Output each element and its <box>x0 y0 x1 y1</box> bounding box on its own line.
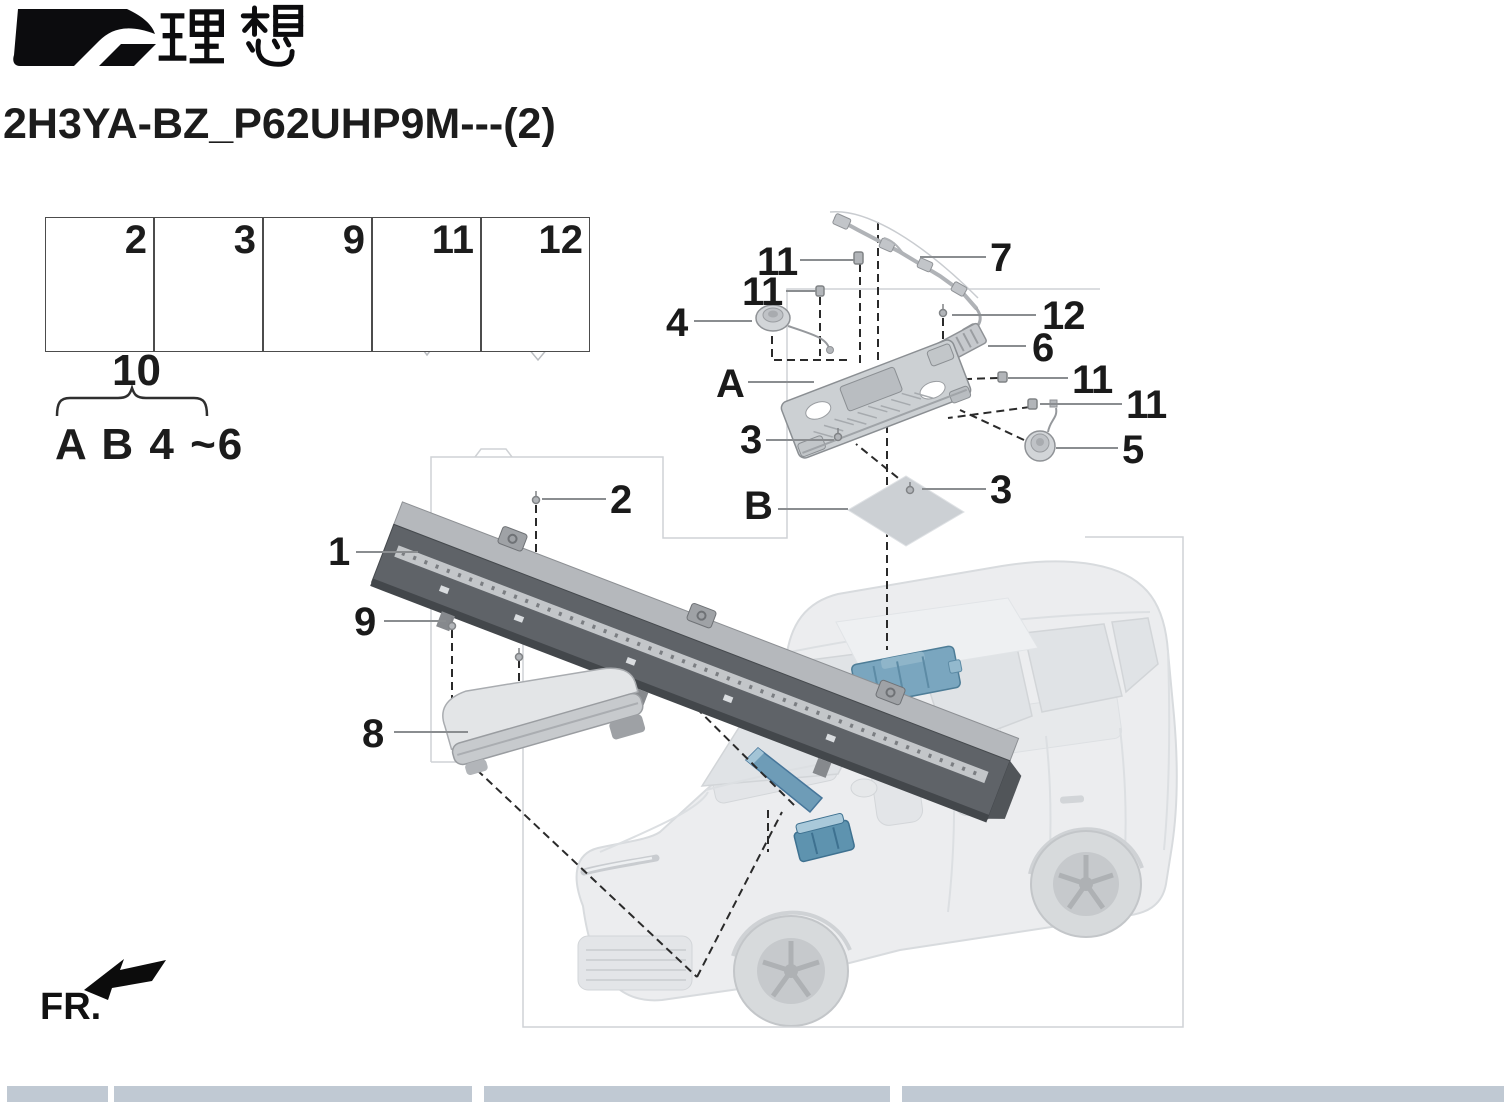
highlight-dash-panel <box>744 747 824 814</box>
viewbox-outlines <box>430 288 1184 1028</box>
callout-2: 2 <box>610 478 632 522</box>
front-direction-label: FR. <box>40 986 102 1028</box>
part-1-display-panel <box>370 501 1022 823</box>
front-direction-arrow <box>84 959 166 1000</box>
part-A-bracket-assembly <box>780 339 972 459</box>
legend-number: 2 <box>124 218 147 262</box>
callout-11-c: 11 <box>1072 358 1113 402</box>
cjk-li-glyph <box>158 9 224 64</box>
callout-6: 6 <box>1032 326 1054 370</box>
leader-lines <box>356 256 1122 733</box>
part-8-module <box>442 667 646 776</box>
callout-12: 12 <box>1042 294 1085 338</box>
callout-11-a: 11 <box>757 240 798 284</box>
callout-11-d: 11 <box>1126 383 1167 427</box>
callout-B: B <box>744 484 773 528</box>
legend-cell-2: 2 <box>45 217 154 352</box>
legend-group-label: 10 <box>112 346 161 395</box>
footer-cell <box>902 1086 1504 1102</box>
callout-8: 8 <box>362 712 384 756</box>
li-auto-logo-icon <box>13 9 156 66</box>
callout-5: 5 <box>1122 428 1144 472</box>
legend-group-brace <box>55 384 209 417</box>
brand-logo: 理想 <box>8 4 328 70</box>
leader-screws <box>447 251 1038 662</box>
part-7-roof-harness <box>829 210 982 339</box>
highlight-lower-module <box>793 812 855 863</box>
brand-logo-cjk-art <box>154 4 310 70</box>
callout-4: 4 <box>666 301 688 345</box>
legend-cell-11: 11 <box>372 217 481 352</box>
legend-cell-12: 12 <box>481 217 590 352</box>
page-title: 2H3YA-BZ_P62UHP9M---(2) <box>3 100 556 148</box>
callout-1: 1 <box>328 530 350 574</box>
legend-cell-9: 9 <box>263 217 372 352</box>
part-4-grommet <box>755 304 834 354</box>
part-5-buzzer <box>1024 399 1058 462</box>
footer-cell <box>7 1086 108 1102</box>
legend-number: 12 <box>538 218 584 262</box>
part-B-pad <box>847 475 965 547</box>
callout-A: A <box>716 362 745 406</box>
front-grille <box>577 935 693 991</box>
footer-cell <box>114 1086 472 1102</box>
vehicle-illustration <box>575 560 1178 1027</box>
front-wheel <box>733 915 849 1027</box>
sunroof <box>835 597 1039 677</box>
legend-number: 3 <box>233 218 256 262</box>
legend-number: 11 <box>431 218 474 262</box>
legend-number: 9 <box>342 218 365 262</box>
legend-cell-3: 3 <box>154 217 263 352</box>
rear-wheel <box>1030 830 1142 938</box>
callout-3-a: 3 <box>740 418 762 462</box>
legend-group-range: A B 4 ~6 <box>55 420 245 469</box>
callout-3-b: 3 <box>990 468 1012 512</box>
callout-7: 7 <box>990 236 1012 280</box>
footer-cell <box>484 1086 890 1102</box>
callout-11-b: 11 <box>742 270 783 314</box>
cjk-xiang-glyph <box>240 4 304 67</box>
callout-9: 9 <box>354 600 376 644</box>
